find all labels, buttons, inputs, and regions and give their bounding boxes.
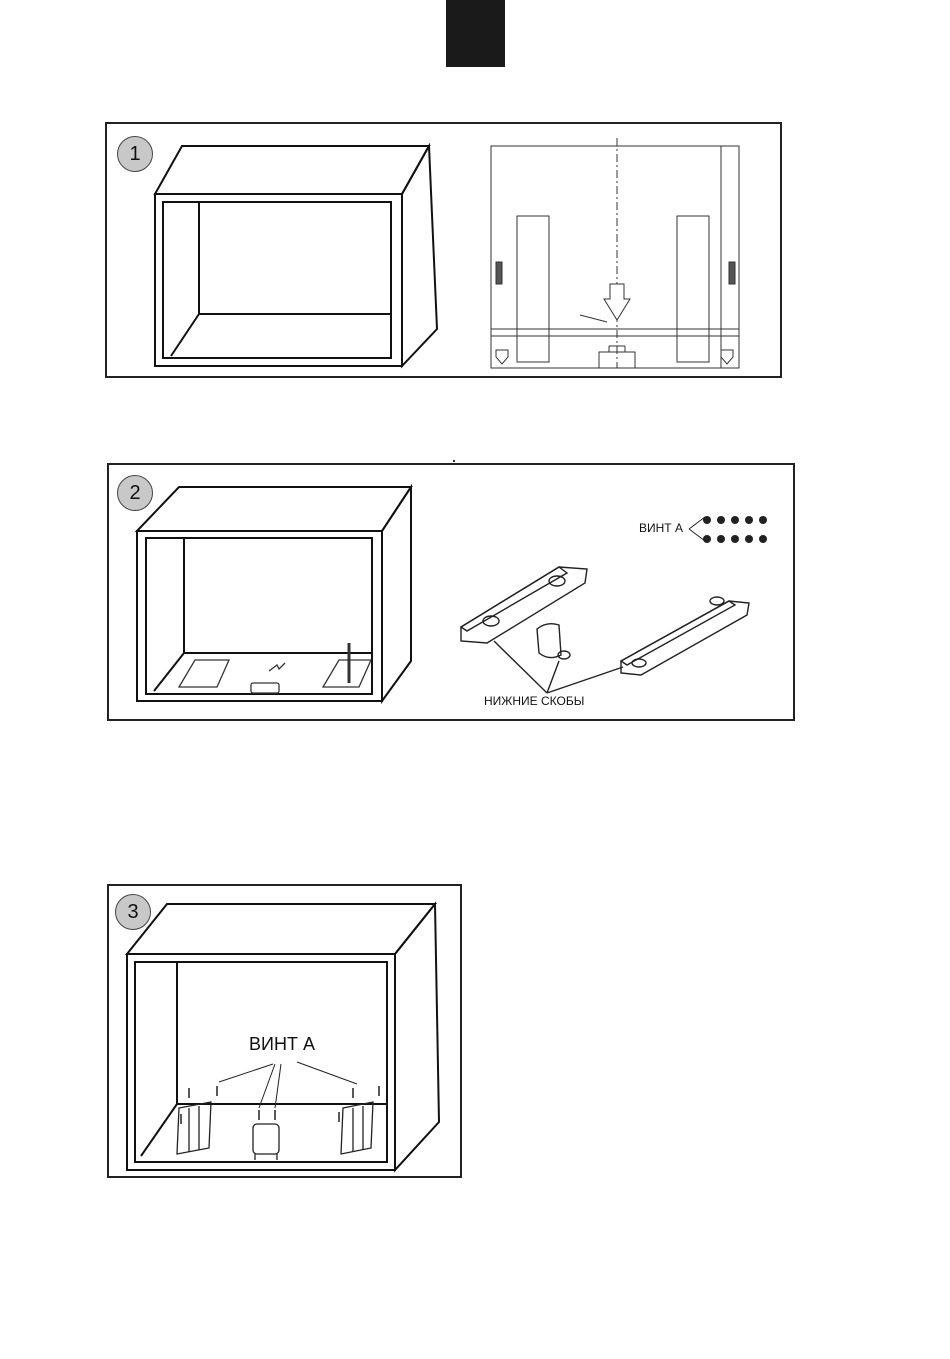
screw-pointers — [219, 1062, 357, 1108]
figure-step-1: 1 — [105, 122, 782, 378]
step-1-illustration — [107, 124, 784, 380]
figure-step-3: 3 — [107, 884, 462, 1178]
floor-marks — [179, 643, 371, 693]
screw-a-label: ВИНТ А — [249, 1034, 315, 1055]
screw-icons — [689, 516, 767, 543]
step-3-illustration — [109, 886, 464, 1180]
screw-a-label: ВИНТ А — [639, 521, 683, 535]
cabinet-box — [155, 146, 437, 366]
page-tab-marker — [446, 0, 505, 67]
template-drawing — [491, 138, 739, 368]
figure-step-2: 2 — [107, 463, 795, 721]
step-2-illustration — [109, 465, 797, 723]
bottom-brackets — [461, 567, 749, 693]
cabinet-box — [137, 487, 411, 701]
bottom-brackets-label: НИЖНИЕ СКОБЫ — [484, 694, 584, 708]
stray-dot — [453, 460, 455, 462]
